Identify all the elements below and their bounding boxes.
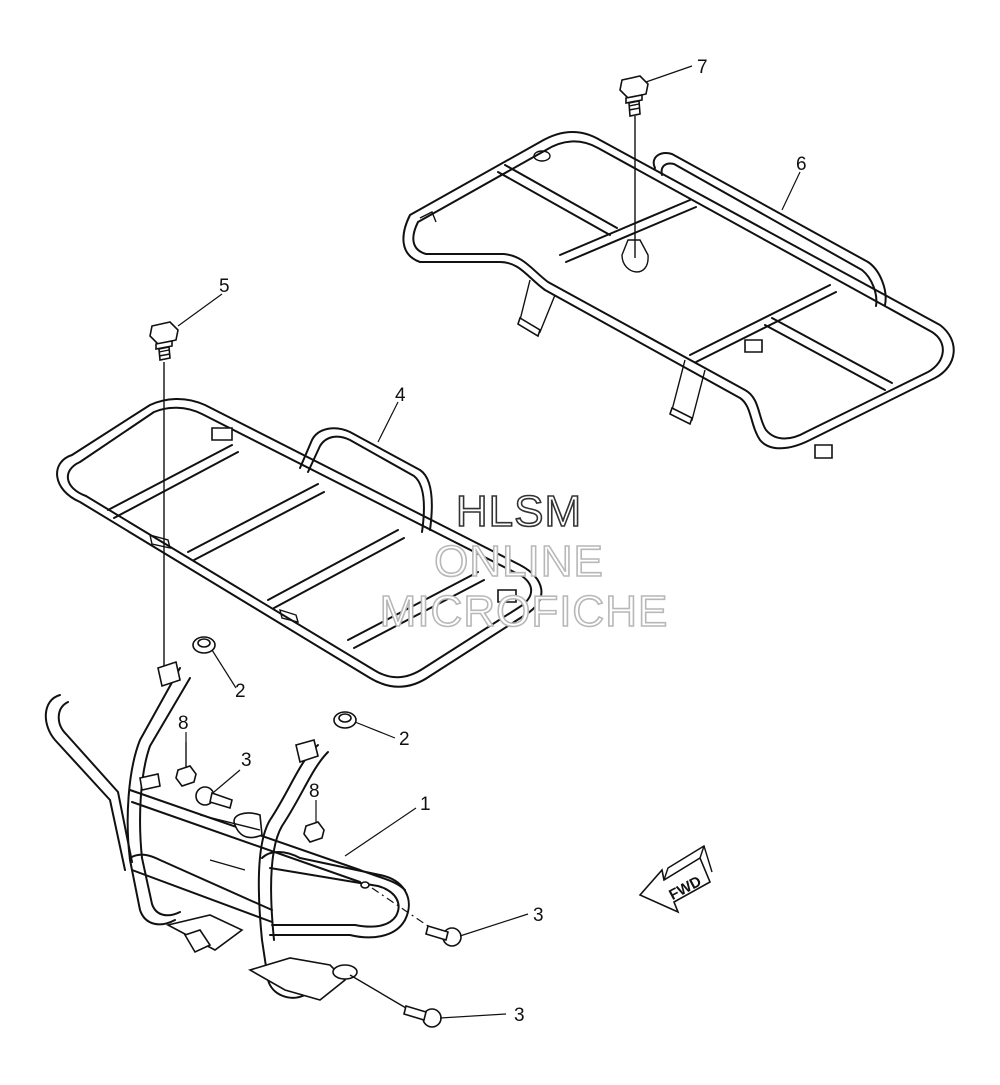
callout-3c: 3 — [514, 1005, 525, 1026]
fwd-direction-arrow: FWD — [638, 844, 713, 914]
bolt-3c — [349, 974, 442, 1028]
front-carrier — [56, 398, 543, 688]
leader-lines — [177, 65, 801, 1019]
watermark-line2: ONLINE — [434, 537, 604, 586]
watermark: HLSM ONLINE MICROFICHE — [379, 486, 669, 637]
callout-8b: 8 — [309, 781, 320, 802]
callout-3a: 3 — [241, 750, 252, 771]
grommet-2b — [333, 711, 357, 729]
watermark-line1: HLSM — [456, 487, 582, 536]
front-guard — [44, 660, 410, 1001]
bolt-5 — [149, 321, 179, 670]
callout-5: 5 — [219, 276, 230, 297]
callout-6: 6 — [796, 154, 807, 175]
callout-4: 4 — [395, 385, 406, 406]
bolt-7 — [619, 75, 649, 258]
bolt-3b — [371, 887, 462, 947]
callout-1: 1 — [420, 794, 431, 815]
nut-8b — [303, 821, 325, 843]
callout-2b: 2 — [399, 729, 410, 750]
bolt-3a — [195, 786, 233, 810]
rear-carrier — [402, 130, 955, 459]
callout-7: 7 — [697, 57, 708, 78]
callout-2a: 2 — [235, 681, 246, 702]
callout-8a: 8 — [178, 713, 189, 734]
watermark-line3: MICROFICHE — [380, 587, 669, 636]
callout-3b: 3 — [533, 905, 544, 926]
grommet-2a — [192, 636, 216, 654]
callout-labels: 1 2 2 3 3 3 4 5 6 7 8 8 — [178, 57, 807, 1026]
nut-8a — [175, 742, 197, 787]
